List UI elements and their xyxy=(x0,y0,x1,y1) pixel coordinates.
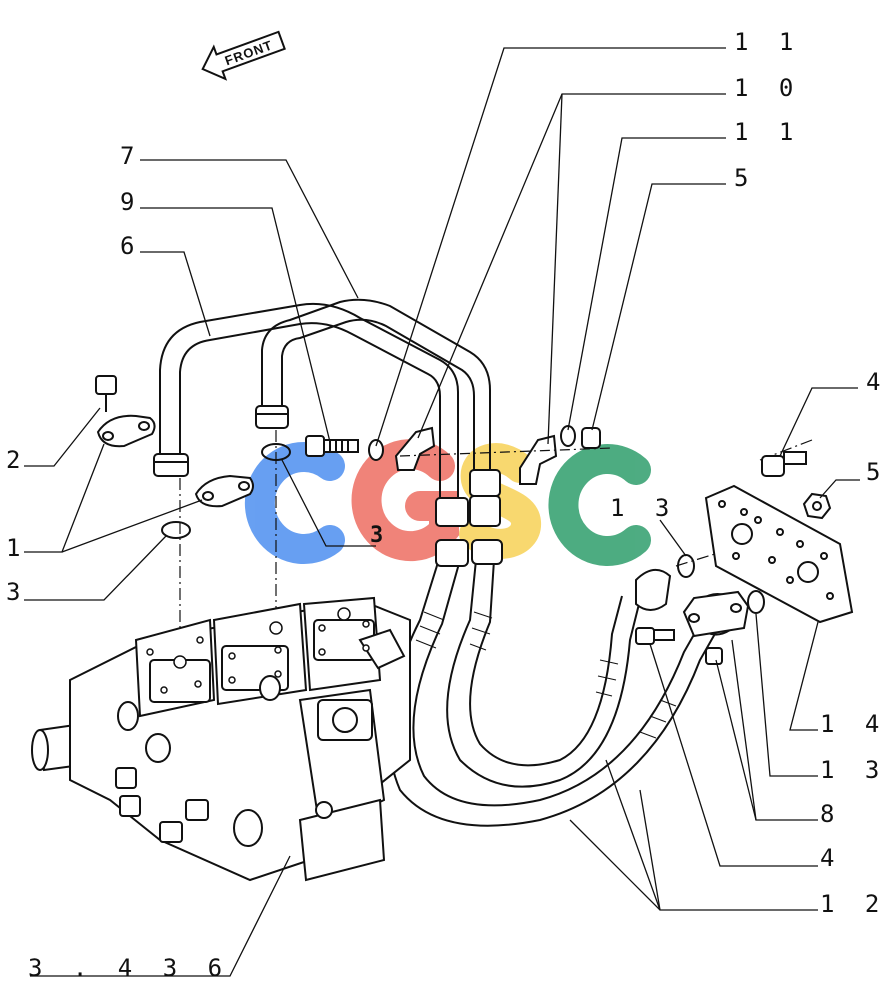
leader-lines xyxy=(24,47,860,977)
bolt-axis-line xyxy=(399,447,613,457)
washer-13-lower-icon xyxy=(747,590,765,614)
bolt-2-icon xyxy=(95,375,117,412)
callout-13-upper: 1 3 xyxy=(610,494,677,522)
o-ring-3-left-icon xyxy=(161,521,191,539)
nut-5-icon xyxy=(581,427,601,449)
hose-12-inner xyxy=(446,559,641,788)
pipe-fitting-right-a xyxy=(435,497,469,527)
plate-14-icon xyxy=(704,484,854,624)
washer-13-upper-icon xyxy=(677,554,695,578)
control-valve-block xyxy=(31,596,411,882)
callout-12: 1 2 xyxy=(820,890,887,918)
front-arrow-icon: FRONT xyxy=(201,30,286,81)
flange-8-icon xyxy=(682,590,750,638)
pipe-fitting-left xyxy=(153,453,189,477)
callout-13-lower: 1 3 xyxy=(820,756,887,784)
bolt-9-icon xyxy=(305,435,359,457)
callout-11-top: 1 1 xyxy=(734,28,801,56)
clamp-half-lower-icon xyxy=(194,474,254,508)
bolt-4-upper-icon xyxy=(761,451,807,477)
clamp-half-upper-icon xyxy=(96,414,156,448)
watermark-c1 xyxy=(244,442,345,564)
rigid-pipe-7 xyxy=(261,298,491,490)
valve-bolt-holes xyxy=(146,607,370,694)
callout-11-second: 1 1 xyxy=(734,118,801,146)
rigid-pipe-6 xyxy=(159,302,459,500)
nut-8-icon xyxy=(705,647,723,665)
callout-6: 6 xyxy=(120,232,142,260)
callout-5-right: 5 xyxy=(734,164,756,192)
callout-1: 1 xyxy=(6,534,28,562)
watermark-s xyxy=(459,443,541,559)
reference-number: 3 . 4 3 6 xyxy=(28,954,230,982)
watermark-c2 xyxy=(548,444,651,566)
callout-14: 1 4 xyxy=(820,710,887,738)
callout-10: 1 0 xyxy=(734,74,801,102)
callout-7: 7 xyxy=(120,142,142,170)
watermark-letter-3: 3 xyxy=(370,523,383,548)
callout-labels: 1 1 1 0 1 1 5 7 9 6 4 5 2 1 3 1 3 1 4 1 … xyxy=(6,28,888,982)
washer-11-left-icon xyxy=(368,439,384,461)
callout-4-top: 4 xyxy=(866,368,888,396)
callout-3-left: 3 xyxy=(6,578,28,606)
bracket-10-left-icon xyxy=(394,426,436,471)
callout-4-bottom: 4 xyxy=(820,844,842,872)
bracket-10-right-icon xyxy=(519,434,558,485)
pipe-fitting-mid xyxy=(255,405,289,429)
callout-5-nut: 5 xyxy=(866,458,888,486)
pipe-fitting-right-b xyxy=(469,469,501,527)
washer-11-right-icon xyxy=(560,425,576,447)
hose-braid-marks xyxy=(415,611,677,739)
callout-8: 8 xyxy=(820,800,842,828)
nut-5-plate-icon xyxy=(802,492,832,520)
callout-2: 2 xyxy=(6,446,28,474)
bolt-4-lower-icon xyxy=(635,627,675,645)
callout-9: 9 xyxy=(120,188,142,216)
